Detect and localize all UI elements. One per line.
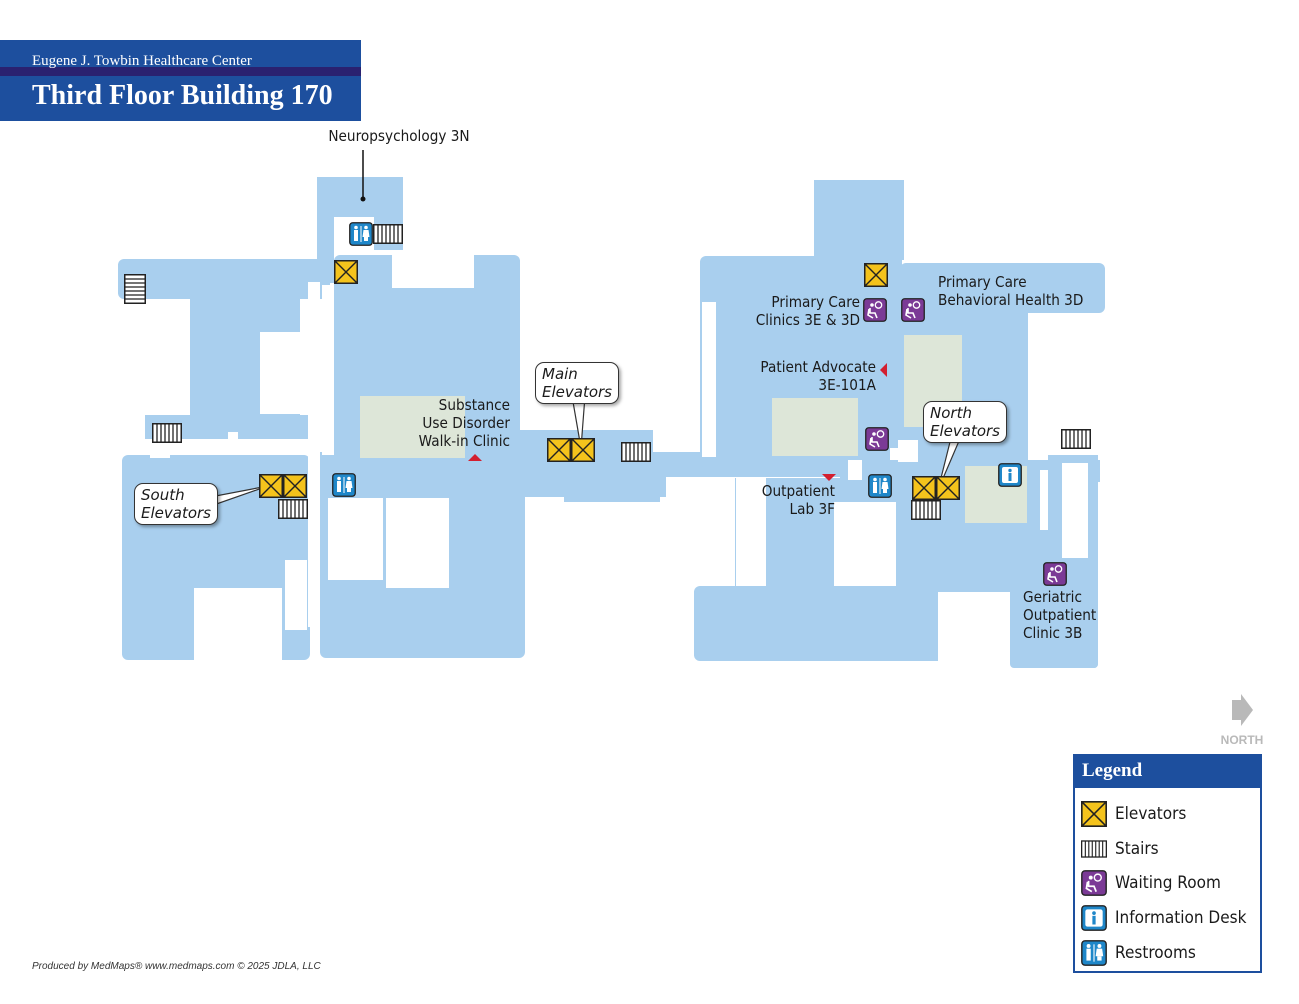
elevator-icon bbox=[334, 260, 358, 284]
callout-north-elevators: North Elevators bbox=[923, 401, 1007, 443]
label-patient-advocate: Patient Advocate 3E-101A bbox=[760, 358, 876, 394]
elevator-icon bbox=[259, 474, 283, 498]
stairs-icon bbox=[1061, 429, 1091, 449]
legend-item-elevators: Elevators bbox=[1081, 800, 1194, 828]
elevator-icon bbox=[936, 476, 960, 500]
legend-label: Elevators bbox=[1115, 804, 1187, 824]
waiting-room-icon bbox=[1042, 561, 1068, 587]
elevator-icon bbox=[547, 438, 571, 462]
title-banner: Eugene J. Towbin Healthcare Center Third… bbox=[0, 40, 361, 121]
information-desk-icon bbox=[998, 463, 1022, 487]
legend-item-information-desk: Information Desk bbox=[1081, 904, 1261, 932]
stairs-icon bbox=[278, 499, 308, 519]
marker-patient-advocate bbox=[880, 363, 887, 377]
stairs-icon bbox=[621, 442, 651, 462]
label-geriatric: Geriatric Outpatient Clinic 3B bbox=[1023, 588, 1097, 642]
legend-title: Legend bbox=[1075, 756, 1260, 788]
legend-label: Information Desk bbox=[1115, 908, 1247, 928]
callout-main-elevators: Main Elevators bbox=[535, 362, 619, 404]
legend-label: Waiting Room bbox=[1115, 873, 1221, 893]
north-label: NORTH bbox=[1220, 733, 1264, 747]
waiting-room-icon bbox=[864, 426, 890, 452]
restroom-icon bbox=[1081, 940, 1107, 966]
legend-item-waiting-room: Waiting Room bbox=[1081, 869, 1233, 897]
north-arrow-icon bbox=[1232, 694, 1253, 726]
stairs-icon bbox=[124, 274, 146, 304]
stairs-icon bbox=[373, 224, 403, 244]
restroom-icon bbox=[349, 222, 373, 246]
legend-label: Restrooms bbox=[1115, 943, 1196, 963]
label-outpatient-lab: Outpatient Lab 3F bbox=[761, 482, 835, 518]
elevator-icon bbox=[912, 476, 936, 500]
restroom-icon bbox=[868, 474, 892, 498]
elevator-icon bbox=[283, 474, 307, 498]
waiting-room-icon bbox=[1081, 870, 1107, 896]
callout-south-elevators: South Elevators bbox=[134, 483, 218, 525]
elevator-icon bbox=[1081, 801, 1107, 827]
credit-line: Produced by MedMaps® www.medmaps.com © 2… bbox=[32, 961, 321, 972]
stairs-icon bbox=[152, 423, 182, 443]
north-arrow: NORTH bbox=[1220, 692, 1264, 747]
legend-item-stairs: Stairs bbox=[1081, 835, 1163, 863]
label-primary-care-bh: Primary Care Behavioral Health 3D bbox=[938, 273, 1084, 309]
restroom-icon bbox=[332, 473, 356, 497]
legend: Legend Elevators Stairs Waiting Room Inf… bbox=[1073, 754, 1262, 973]
elevator-icon bbox=[571, 438, 595, 462]
legend-label: Stairs bbox=[1115, 839, 1159, 859]
label-primary-care-clinics: Primary Care Clinics 3E & 3D bbox=[755, 293, 860, 329]
waiting-room-icon bbox=[900, 297, 926, 323]
marker-substance-use bbox=[468, 454, 482, 461]
elevator-icon bbox=[864, 263, 888, 287]
banner-strip bbox=[0, 67, 361, 76]
location-markers bbox=[468, 363, 887, 481]
organization-name: Eugene J. Towbin Healthcare Center bbox=[32, 53, 252, 69]
marker-outpatient-lab bbox=[822, 474, 836, 481]
legend-item-restrooms: Restrooms bbox=[1081, 939, 1205, 967]
label-neuropsychology: Neuropsychology 3N bbox=[328, 127, 470, 145]
waiting-room-icon bbox=[862, 297, 888, 323]
information-desk-icon bbox=[1081, 905, 1107, 931]
floor-title: Third Floor Building 170 bbox=[32, 80, 333, 111]
label-substance-use: Substance Use Disorder Walk-in Clinic bbox=[418, 396, 510, 450]
stairs-icon bbox=[1081, 840, 1107, 858]
stairs-icon bbox=[911, 500, 941, 520]
floor-voids bbox=[150, 217, 1105, 662]
